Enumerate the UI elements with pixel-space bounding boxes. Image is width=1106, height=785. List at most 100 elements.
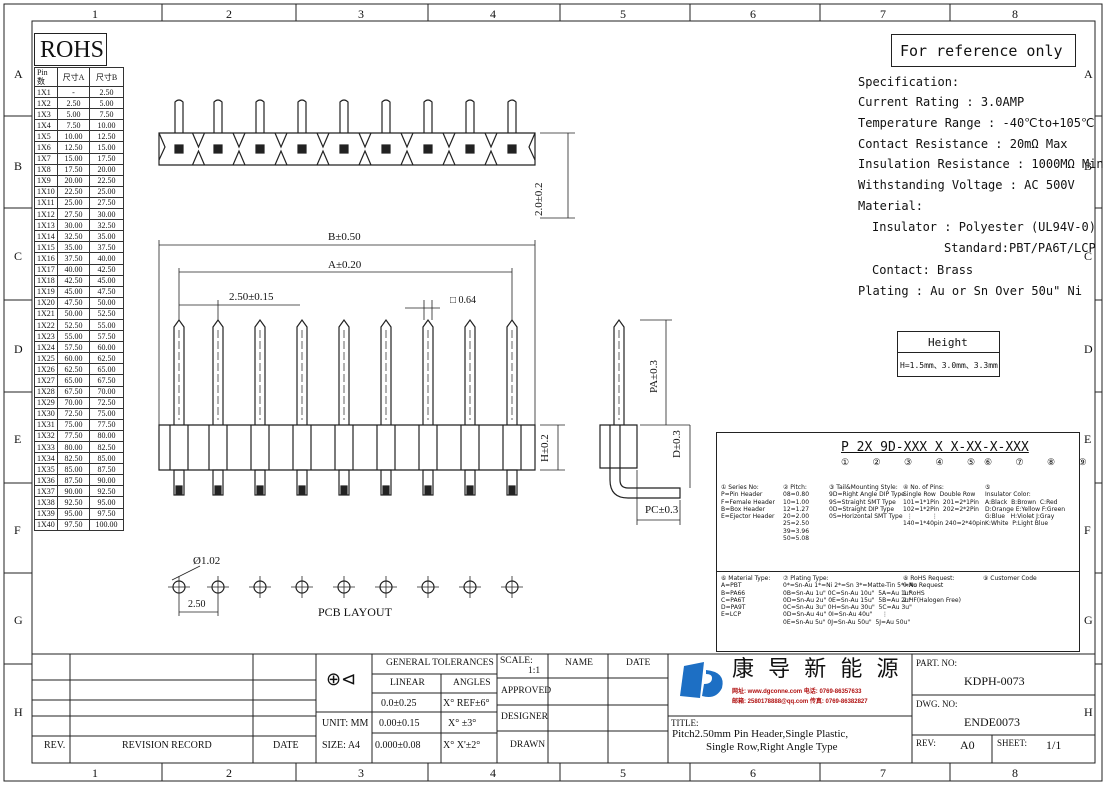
legend-line: 0:No Request bbox=[903, 582, 944, 590]
top-pin bbox=[297, 99, 307, 133]
top-pin-square bbox=[213, 144, 223, 154]
top-pin-square bbox=[255, 144, 265, 154]
unit-label: UNIT: MM bbox=[322, 718, 369, 729]
col-label-7-bottom: 7 bbox=[880, 766, 886, 780]
housing-end bbox=[158, 132, 166, 161]
legend-line: 0D=Sn-Au 2u" 0E=Sn-Au 15u" 5B=Au 2u" bbox=[783, 596, 912, 604]
legend-line: ② Pitch: bbox=[783, 484, 807, 491]
dwg-no-value: ENDE0073 bbox=[964, 715, 1020, 729]
spec-insulator: Insulator : Polyester (UL94V-0) bbox=[872, 220, 1096, 234]
dim-hole: Ø1.02 bbox=[193, 555, 221, 567]
row-label-h: H bbox=[14, 705, 23, 719]
col-label-2-bottom: 2 bbox=[226, 766, 232, 780]
part-no-value: KDPH-0073 bbox=[964, 674, 1025, 688]
linear-tol-1: 0.0±0.25 bbox=[381, 698, 417, 709]
top-pin-square bbox=[507, 144, 517, 154]
legend-line: 50=5.08 bbox=[783, 535, 810, 543]
legend-line: ⑤ bbox=[985, 484, 991, 491]
legend-line: 0*=Sn-Au 1*=Ni 2*=Sn 3*=Matte-Tin 5*=Au bbox=[783, 582, 917, 590]
front-pin-bottom bbox=[464, 469, 476, 496]
top-pin-square bbox=[423, 144, 433, 154]
row-label-c-right: C bbox=[1084, 249, 1093, 263]
front-pin bbox=[296, 318, 308, 425]
legend-line: C=PA6T bbox=[721, 596, 746, 604]
legend-line: ④ No. of Pins: bbox=[903, 484, 944, 491]
dim-pc: PC±0.3 bbox=[645, 504, 679, 516]
col-label-4: 4 bbox=[490, 7, 496, 21]
row-label-e: E bbox=[14, 432, 22, 446]
pcb-layout-label: PCB LAYOUT bbox=[318, 605, 392, 619]
legend-line: B=PA66 bbox=[721, 589, 746, 597]
front-pin-foot bbox=[340, 485, 348, 495]
legend-line: 12=1.27 bbox=[783, 505, 810, 513]
legend-line: 0D=Sn-Au 4u" 0I=Sn-Au 40u" ⋮ bbox=[783, 611, 889, 619]
row-label-b: B bbox=[14, 159, 23, 173]
front-pin-foot bbox=[382, 485, 390, 495]
legend-line: 9S=Straight SMT Type bbox=[829, 498, 896, 506]
rohs-title-box: ROHS bbox=[34, 33, 107, 66]
legend-line: ⑧ RoHS Request: bbox=[903, 575, 955, 582]
table-cell: 100.00 bbox=[89, 518, 124, 531]
front-pin-bottom bbox=[296, 469, 308, 496]
legend-line: Insulator Color: bbox=[985, 491, 1031, 499]
hole-leader bbox=[171, 565, 201, 581]
legend-line: 140=1*40pin 240=2*40pin bbox=[903, 520, 986, 528]
part-code-markers: ① ② ③ ④ ⑤⑥ ⑦ ⑧ ⑨ bbox=[841, 458, 1096, 468]
top-pin-square bbox=[381, 144, 391, 154]
col-label-2: 2 bbox=[226, 7, 232, 21]
row-label-f: F bbox=[14, 523, 21, 537]
size-label: SIZE: A4 bbox=[322, 740, 361, 751]
legend-line: 101=1*1Pin 201=2*1Pin bbox=[903, 498, 979, 506]
part-no-label: PART. NO: bbox=[916, 658, 957, 668]
spec-material: Material: bbox=[858, 199, 924, 213]
legend-line: 25=2.50 bbox=[783, 520, 810, 528]
part-code-plating: ⑦ Plating Type:0*=Sn-Au 1*=Ni 2*=Sn 3*=M… bbox=[783, 575, 917, 626]
col-label-1: 1 bbox=[92, 7, 98, 21]
linear-label: LINEAR bbox=[390, 678, 425, 688]
front-pin-bottom bbox=[422, 469, 434, 496]
top-pin bbox=[465, 99, 475, 133]
angle-tol-1: X° REF±6° bbox=[443, 698, 490, 709]
row-label-f-right: F bbox=[1084, 523, 1091, 537]
legend-line: D:Orange E:Yellow F:Green bbox=[985, 505, 1066, 513]
front-pin-bottom bbox=[212, 469, 224, 496]
front-pin-bottom bbox=[506, 469, 518, 496]
table-cell: 27.50 bbox=[89, 196, 124, 210]
revision-date-label: DATE bbox=[273, 740, 299, 751]
row-label-c: C bbox=[14, 249, 23, 263]
front-pin-bottom bbox=[338, 469, 350, 496]
top-pin-square bbox=[339, 144, 349, 154]
legend-line: A=PBT bbox=[721, 582, 742, 590]
housing-notch bbox=[358, 132, 372, 166]
top-pin bbox=[381, 99, 391, 133]
front-pin bbox=[254, 318, 266, 425]
dim-b: B±0.50 bbox=[328, 231, 361, 243]
date-label: DATE bbox=[626, 658, 651, 668]
top-pin bbox=[507, 99, 517, 133]
legend-line: 08=0.80 bbox=[783, 491, 810, 499]
company-logo-icon bbox=[680, 662, 723, 698]
spec-standard: Standard:PBT/PA6T/LCP bbox=[944, 241, 1096, 255]
table-cell: 1X3 bbox=[34, 108, 58, 121]
table-row: 1X1-2.50 bbox=[34, 85, 124, 99]
top-pin bbox=[174, 99, 184, 133]
part-code-string: P 2X 9D-XXX X X-XX-X-XXX bbox=[841, 440, 1029, 455]
linear-tol-3: 0.000±0.08 bbox=[375, 740, 421, 751]
rev-field-label: REV: bbox=[916, 738, 936, 748]
housing-notch bbox=[442, 132, 456, 166]
part-code-tail: ③ Tail&Mounting Style:9D=Right Angle DIP… bbox=[829, 484, 905, 520]
col-label-8-bottom: 8 bbox=[1012, 766, 1018, 780]
